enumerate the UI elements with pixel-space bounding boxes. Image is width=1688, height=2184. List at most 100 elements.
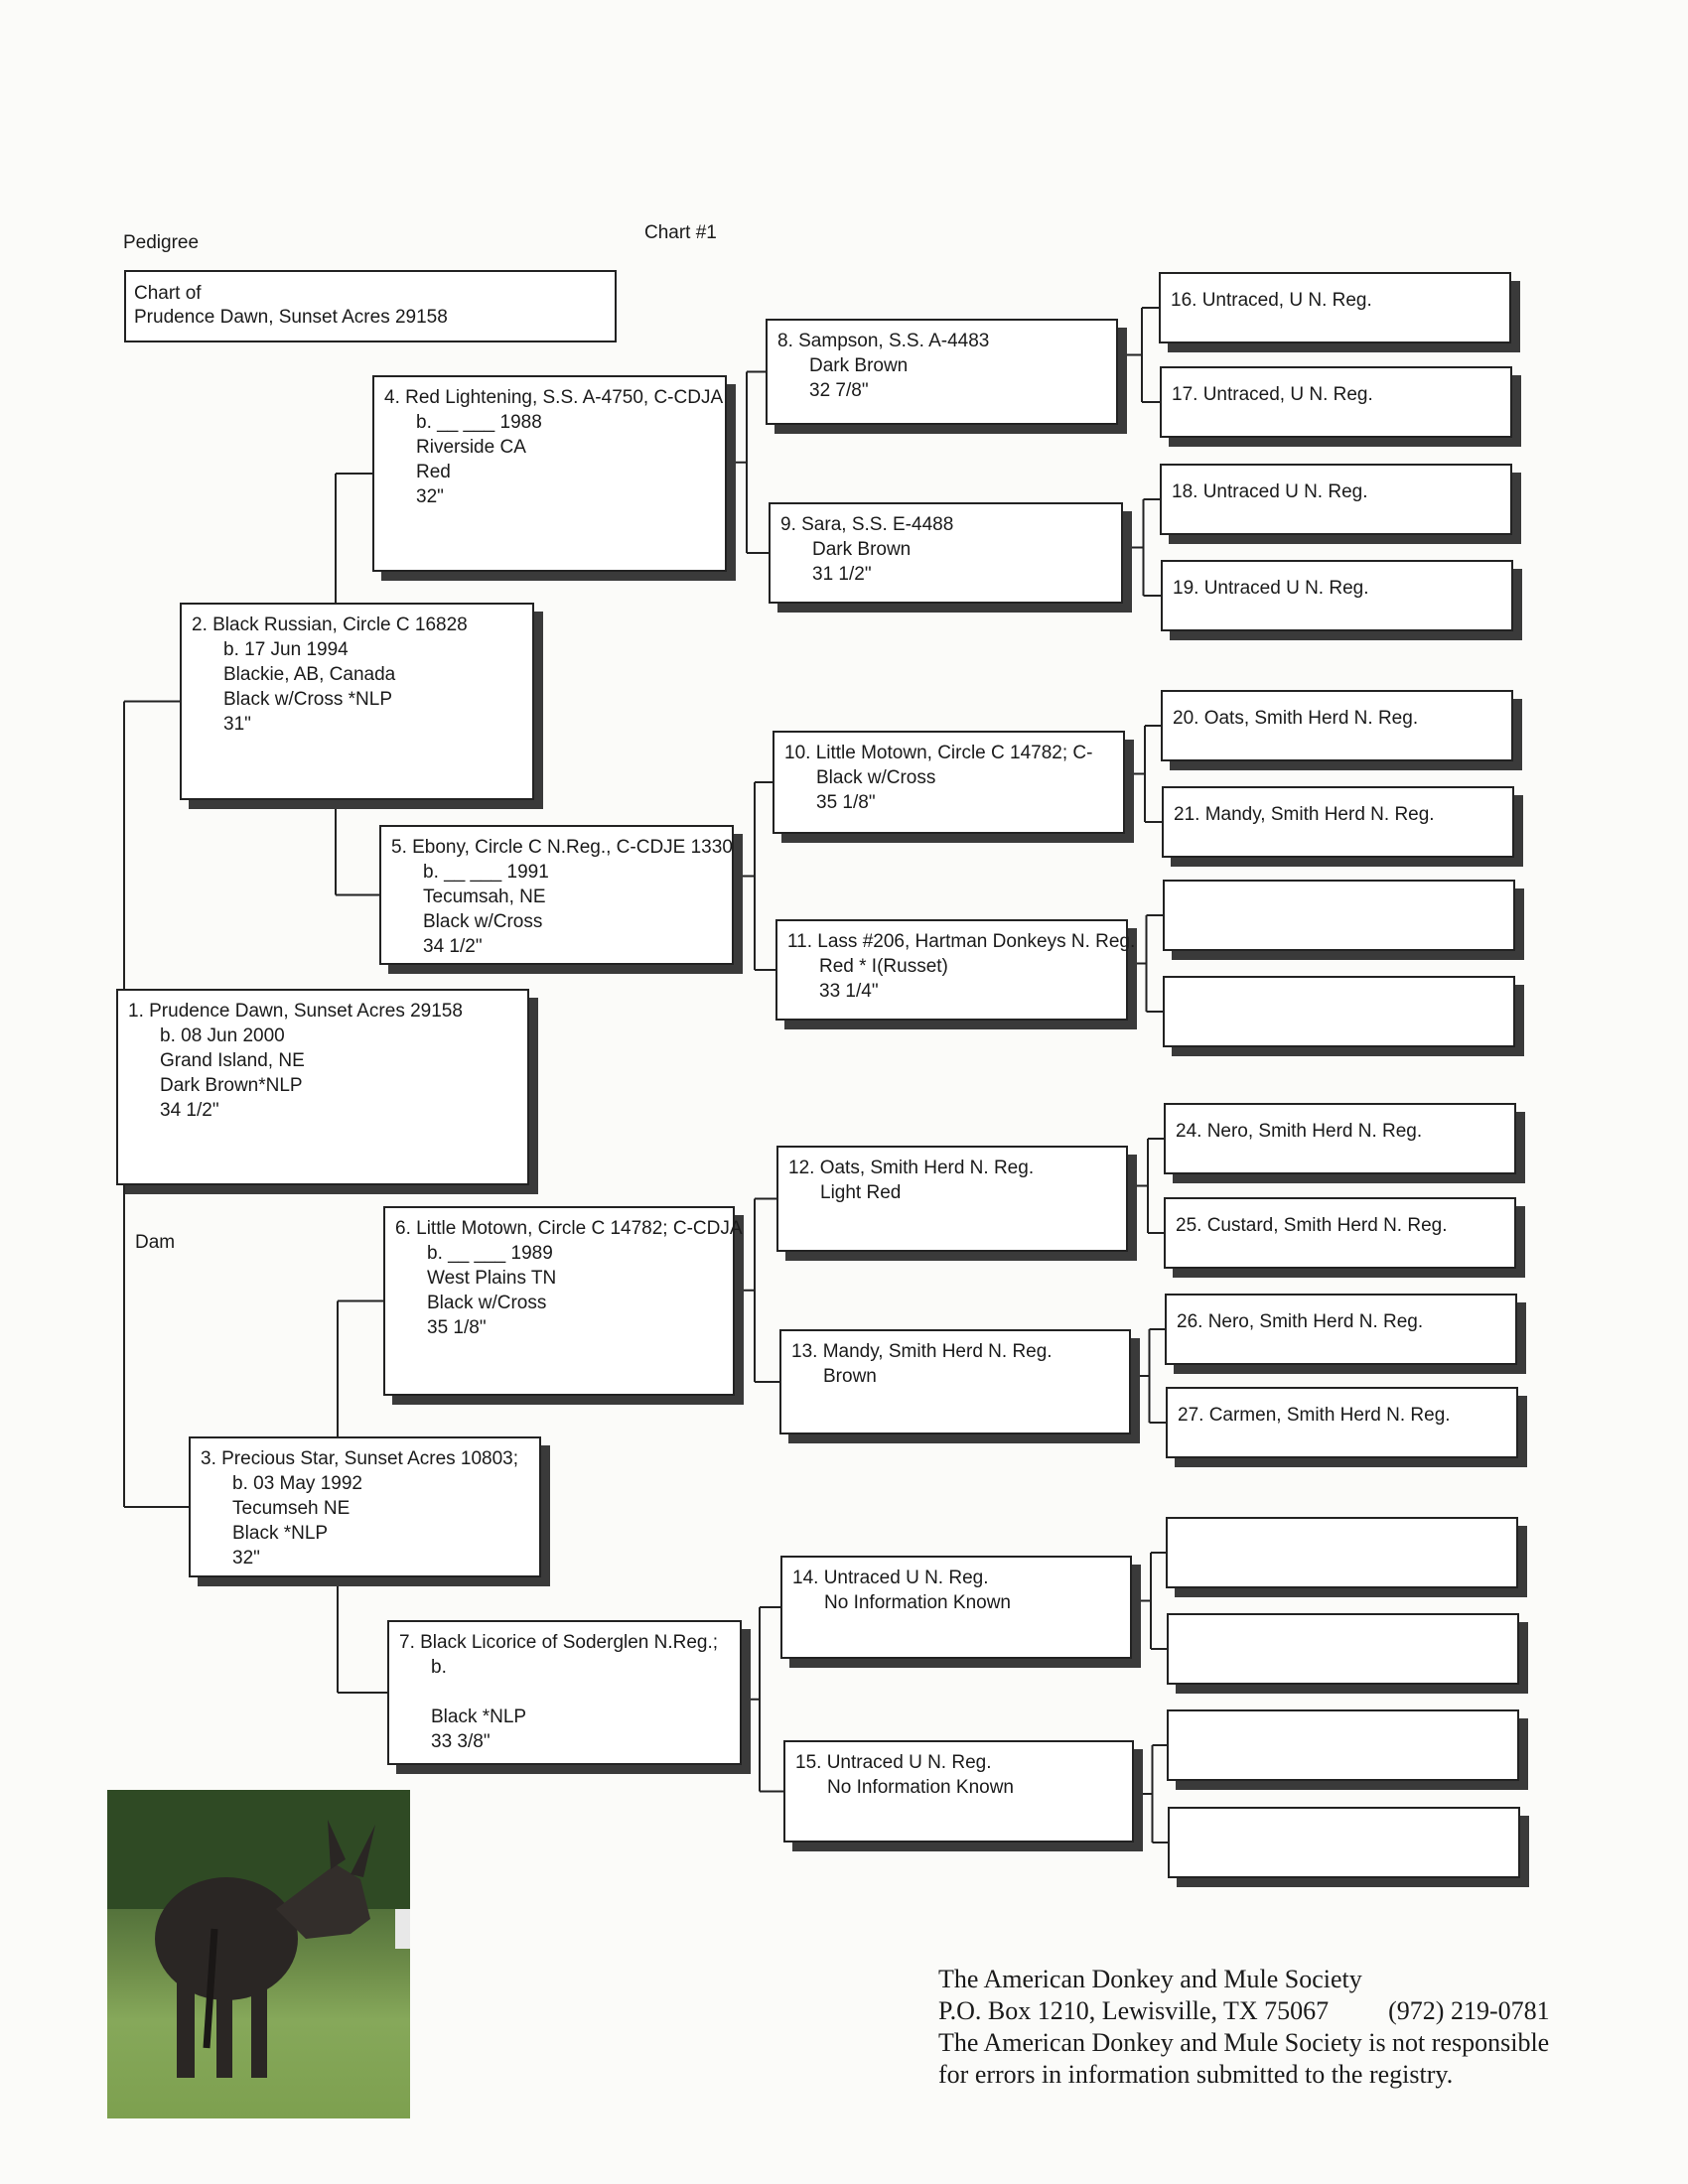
pedigree-box-27: 27. Carmen, Smith Herd N. Reg. — [1166, 1387, 1518, 1458]
pedigree-box-1: 1. Prudence Dawn, Sunset Acres 29158 b. 0… — [116, 989, 529, 1185]
empty-pedigree-box — [1166, 1517, 1518, 1588]
pedigree-box-14: 14. Untraced U N. Reg. No Information Kno… — [780, 1556, 1132, 1659]
animal-detail: 35 1/8" — [816, 792, 876, 813]
animal-detail: Black w/Cross — [816, 767, 936, 788]
pedigree-box-26: 26. Nero, Smith Herd N. Reg. — [1165, 1294, 1517, 1365]
animal-name: 11. Lass #206, Hartman Donkeys N. Reg. — [787, 931, 1136, 952]
animal-name: 7. Black Licorice of Soderglen N.Reg.; — [399, 1632, 719, 1653]
animal-detail: Light Red — [820, 1182, 902, 1203]
animal-name: 24. Nero, Smith Herd N. Reg. — [1176, 1121, 1423, 1142]
pedigree-box-18: 18. Untraced U N. Reg. — [1160, 464, 1512, 535]
pedigree-box-20: 20. Oats, Smith Herd N. Reg. — [1161, 690, 1513, 761]
pedigree-box-7: 7. Black Licorice of Soderglen N.Reg.; b.… — [387, 1620, 742, 1765]
chart-number: Chart #1 — [644, 222, 717, 243]
title-box: Chart of Prudence Dawn, Sunset Acres 291… — [124, 270, 617, 342]
empty-pedigree-box — [1168, 1807, 1520, 1878]
animal-detail: 33 3/8" — [431, 1731, 491, 1752]
animal-name: 14. Untraced U N. Reg. — [792, 1568, 989, 1588]
animal-detail: No Information Known — [827, 1777, 1014, 1798]
animal-detail: b. __ ___ 1989 — [427, 1243, 553, 1264]
animal-name: 2. Black Russian, Circle C 16828 — [192, 614, 468, 635]
animal-detail: Riverside CA — [416, 437, 526, 458]
animal-name: 15. Untraced U N. Reg. — [795, 1752, 992, 1773]
pedigree-label: Pedigree — [123, 232, 200, 253]
animal-detail: Dark Brown — [809, 355, 909, 376]
footer-address: P.O. Box 1210, Lewisville, TX 75067 — [938, 1996, 1330, 2025]
animal-detail — [399, 1680, 730, 1705]
pedigree-box-15: 15. Untraced U N. Reg. No Information Kno… — [783, 1740, 1134, 1843]
animal-detail: b. 08 Jun 2000 — [160, 1025, 285, 1046]
animal-detail: West Plains TN — [427, 1268, 557, 1289]
animal-detail: b. __ ___ 1991 — [423, 862, 549, 883]
animal-detail: 32" — [232, 1548, 260, 1569]
animal-detail: Black *NLP — [431, 1706, 527, 1727]
animal-detail: 31 1/2" — [812, 564, 872, 585]
animal-name: 21. Mandy, Smith Herd N. Reg. — [1174, 804, 1435, 825]
dam-label: Dam — [135, 1232, 176, 1253]
title-line-2: Prudence Dawn, Sunset Acres 29158 — [134, 307, 448, 328]
animal-name: 12. Oats, Smith Herd N. Reg. — [788, 1158, 1035, 1178]
donkey-photo — [107, 1790, 410, 2118]
animal-detail: Dark Brown — [812, 539, 912, 560]
animal-detail: Red — [416, 462, 451, 482]
pedigree-box-10: 10. Little Motown, Circle C 14782; C- Bla… — [773, 731, 1125, 834]
animal-name: 1. Prudence Dawn, Sunset Acres 29158 — [128, 1001, 463, 1022]
footer-disclaimer-1: The American Donkey and Mule Society is … — [938, 2028, 1550, 2057]
animal-detail: 33 1/4" — [819, 981, 879, 1002]
animal-name: 17. Untraced, U N. Reg. — [1172, 384, 1373, 405]
empty-pedigree-box — [1167, 1709, 1519, 1781]
pedigree-box-5: 5. Ebony, Circle C N.Reg., C-CDJE 1330 b.… — [379, 825, 734, 965]
footer-phone: (972) 219-0781 — [1388, 1996, 1550, 2025]
pedigree-box-13: 13. Mandy, Smith Herd N. Reg. Brown — [779, 1329, 1131, 1434]
animal-name: 20. Oats, Smith Herd N. Reg. — [1173, 708, 1419, 729]
animal-detail: Red * I(Russet) — [819, 956, 948, 977]
animal-detail: Black *NLP — [232, 1523, 329, 1544]
pedigree-box-16: 16. Untraced, U N. Reg. — [1159, 272, 1511, 343]
animal-name: 3. Precious Star, Sunset Acres 10803; — [201, 1448, 519, 1469]
animal-name: 27. Carmen, Smith Herd N. Reg. — [1178, 1405, 1451, 1426]
pedigree-box-11: 11. Lass #206, Hartman Donkeys N. Reg. Re… — [775, 919, 1136, 1021]
pedigree-box-2: 2. Black Russian, Circle C 16828 b. 17 Ju… — [180, 603, 534, 800]
animal-detail: Black w/Cross — [423, 911, 543, 932]
pedigree-box-21: 21. Mandy, Smith Herd N. Reg. — [1162, 786, 1514, 858]
empty-pedigree-box — [1167, 1613, 1519, 1685]
animal-detail: b. 17 Jun 1994 — [223, 639, 349, 660]
footer-org: The American Donkey and Mule Society — [938, 1965, 1362, 1993]
animal-detail: Blackie, AB, Canada — [223, 664, 396, 685]
animal-detail: Black w/Cross *NLP — [223, 689, 392, 710]
animal-name: 16. Untraced, U N. Reg. — [1171, 290, 1372, 311]
animal-name: 26. Nero, Smith Herd N. Reg. — [1177, 1311, 1424, 1332]
animal-detail: b. — [431, 1657, 447, 1678]
animal-detail: Tecumseh NE — [232, 1498, 351, 1519]
animal-detail: Brown — [823, 1366, 877, 1387]
empty-pedigree-box — [1163, 976, 1515, 1047]
animal-detail: Tecumsah, NE — [423, 887, 546, 907]
empty-pedigree-box — [1163, 880, 1515, 951]
pedigree-box-24: 24. Nero, Smith Herd N. Reg. — [1164, 1103, 1516, 1174]
pedigree-box-25: 25. Custard, Smith Herd N. Reg. — [1164, 1197, 1516, 1269]
animal-name: 9. Sara, S.S. E-4488 — [780, 514, 954, 535]
animal-detail: 31" — [223, 714, 251, 735]
animal-name: 19. Untraced U N. Reg. — [1173, 578, 1369, 599]
animal-name: 5. Ebony, Circle C N.Reg., C-CDJE 1330 — [391, 837, 733, 858]
animal-detail: No Information Known — [824, 1592, 1011, 1613]
animal-detail: Black w/Cross — [427, 1293, 547, 1313]
animal-name: 18. Untraced U N. Reg. — [1172, 481, 1368, 502]
footer-disclaimer-2: for errors in information submitted to t… — [938, 2060, 1454, 2089]
footer: The American Donkey and Mule Society P.O… — [938, 1964, 1550, 2091]
pedigree-box-12: 12. Oats, Smith Herd N. Reg. Light Red — [776, 1146, 1128, 1252]
animal-name: 10. Little Motown, Circle C 14782; C- — [784, 743, 1093, 763]
animal-detail: Grand Island, NE — [160, 1050, 305, 1071]
animal-detail: b. 03 May 1992 — [232, 1473, 362, 1494]
animal-detail: 34 1/2" — [160, 1100, 219, 1121]
animal-detail: Dark Brown*NLP — [160, 1075, 303, 1096]
animal-name: 25. Custard, Smith Herd N. Reg. — [1176, 1215, 1448, 1236]
title-line-1: Chart of — [134, 283, 202, 304]
animal-name: 13. Mandy, Smith Herd N. Reg. — [791, 1341, 1053, 1362]
animal-name: 6. Little Motown, Circle C 14782; C-CDJA — [395, 1218, 743, 1239]
animal-detail: 35 1/8" — [427, 1317, 487, 1338]
pedigree-box-19: 19. Untraced U N. Reg. — [1161, 560, 1513, 631]
